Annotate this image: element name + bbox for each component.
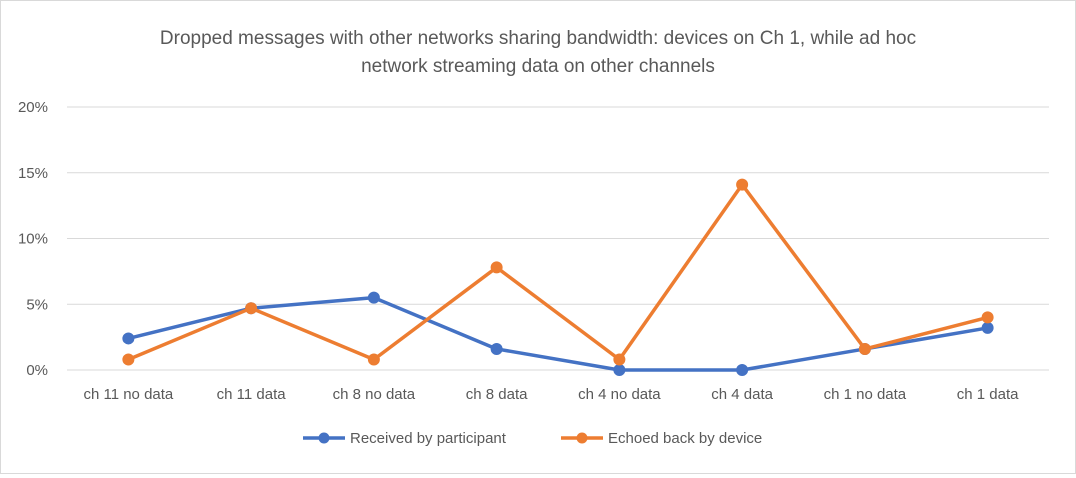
data-point (122, 332, 135, 345)
legend-swatch-marker (576, 432, 588, 444)
data-point (736, 364, 749, 376)
legend-label: Echoed back by device (608, 430, 762, 447)
chart-title: Dropped messages with other networks sha… (160, 28, 916, 77)
y-tick-label: 10% (18, 231, 48, 248)
x-tick-label: ch 1 no data (824, 386, 907, 403)
y-axis-tick-labels: 0% 5% 10% 15% 20% (18, 99, 48, 379)
x-tick-label: ch 8 data (466, 386, 528, 403)
legend-item: Received by participant (303, 430, 507, 447)
x-tick-label: ch 4 no data (578, 386, 661, 403)
x-axis-tick-labels: ch 11 no data ch 11 data ch 8 no data ch 8 … (83, 386, 1019, 403)
series-line (126, 295, 990, 372)
x-tick-label: ch 11 no data (83, 386, 173, 403)
data-point (613, 353, 626, 366)
data-point (736, 178, 749, 191)
data-point (490, 261, 503, 274)
data-point (245, 302, 258, 315)
chart-title-line-1: Dropped messages with other networks sha… (160, 28, 916, 49)
x-tick-label: ch 11 data (217, 386, 287, 403)
series-2 (122, 178, 994, 366)
data-point (858, 342, 871, 355)
x-tick-label: ch 1 data (957, 386, 1019, 403)
x-tick-label: ch 8 no data (333, 386, 416, 403)
data-point (490, 342, 503, 355)
legend-label: Received by participant (350, 430, 507, 447)
legend-item: Echoed back by device (561, 430, 762, 447)
series-lines (122, 178, 994, 376)
chart-title-line-2: network streaming data on other channels (361, 56, 715, 77)
y-tick-label: 0% (26, 362, 48, 379)
legend: Received by participant Echoed back by de… (303, 430, 762, 447)
y-tick-label: 5% (26, 296, 48, 313)
data-point (367, 291, 380, 304)
data-point (367, 353, 380, 366)
legend-swatch-marker (318, 432, 330, 444)
gridlines (67, 106, 1049, 371)
x-tick-label: ch 4 data (711, 386, 773, 403)
y-tick-label: 20% (18, 99, 48, 116)
data-point (122, 353, 135, 366)
data-point (981, 321, 994, 334)
series-line (126, 182, 990, 362)
data-point (613, 364, 626, 376)
data-point (981, 311, 994, 324)
y-tick-label: 15% (18, 165, 48, 182)
